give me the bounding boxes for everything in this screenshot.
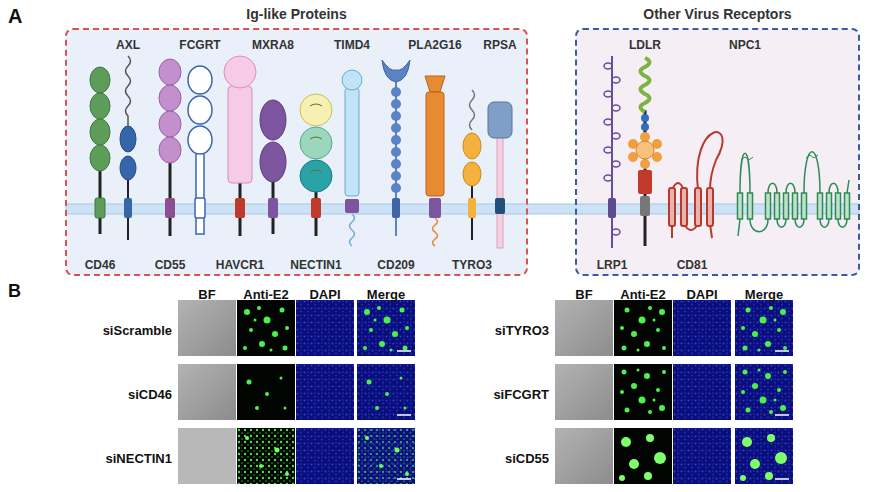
row-label: siNECTIN1 (106, 452, 172, 467)
column-header: DAPI (686, 288, 717, 303)
protein-label: LDLR (629, 39, 661, 53)
row-label: siCD46 (128, 388, 172, 403)
protein-label: CD46 (85, 259, 116, 273)
column-header: BF (575, 288, 592, 303)
protein-label: TIMD4 (334, 39, 370, 53)
axl-protein (120, 56, 136, 240)
protein-label: PLA2G16 (408, 39, 461, 53)
protein-label: MXRA8 (252, 39, 294, 53)
row-label: siFCGRT (493, 388, 549, 403)
region-ground (576, 29, 859, 275)
protein-label: TYRO3 (452, 259, 492, 273)
row-label: siTYRO3 (495, 324, 549, 339)
pla2g16-protein (425, 76, 445, 246)
microscopy-grid (555, 300, 793, 484)
column-header: BF (198, 288, 215, 303)
protein-label: FCGRT (179, 39, 220, 53)
column-header: DAPI (309, 288, 340, 303)
region-border (575, 28, 860, 276)
protein-label: HAVCR1 (216, 259, 264, 273)
timd4-protein (342, 70, 362, 246)
cd81-protein (669, 132, 723, 238)
fcgrt-protein (188, 66, 212, 234)
mxra8-protein (260, 100, 286, 234)
other-receptor-region: Other Virus Receptors (575, 4, 860, 276)
npc1-protein (738, 152, 850, 236)
havcr1-protein (224, 56, 256, 236)
protein-label: CD209 (377, 259, 414, 273)
protein-label: AXL (116, 39, 140, 53)
column-header: Anti-E2 (620, 288, 666, 303)
panel-letter: B (8, 281, 21, 302)
protein-label: NPC1 (729, 39, 761, 53)
column-header: Merge (367, 288, 405, 303)
protein-label: RPSA (483, 39, 516, 53)
region-title: Other Virus Receptors (575, 4, 860, 24)
protein-label: LRP1 (597, 259, 628, 273)
cd46-protein (90, 67, 110, 234)
ldlr-protein (628, 58, 662, 246)
region-title: Ig-like Proteins (65, 4, 528, 24)
cd209-protein (382, 60, 410, 236)
row-label: siScramble (103, 324, 172, 339)
region-ground (66, 29, 527, 275)
rpsa-protein (488, 102, 512, 248)
protein-label: CD55 (155, 259, 186, 273)
panel-letter: A (8, 5, 22, 28)
protein-label: NECTIN1 (290, 259, 341, 273)
column-header: Merge (745, 288, 783, 303)
column-header: Anti-E2 (243, 288, 289, 303)
microscopy-grid (178, 300, 415, 484)
cd55-protein (159, 59, 181, 236)
nectin1-protein (300, 94, 332, 236)
region-border (65, 28, 528, 276)
tyro3-protein (463, 90, 481, 240)
protein-label: CD81 (677, 259, 708, 273)
row-label: siCD55 (505, 452, 549, 467)
lrp1-protein (604, 56, 620, 248)
